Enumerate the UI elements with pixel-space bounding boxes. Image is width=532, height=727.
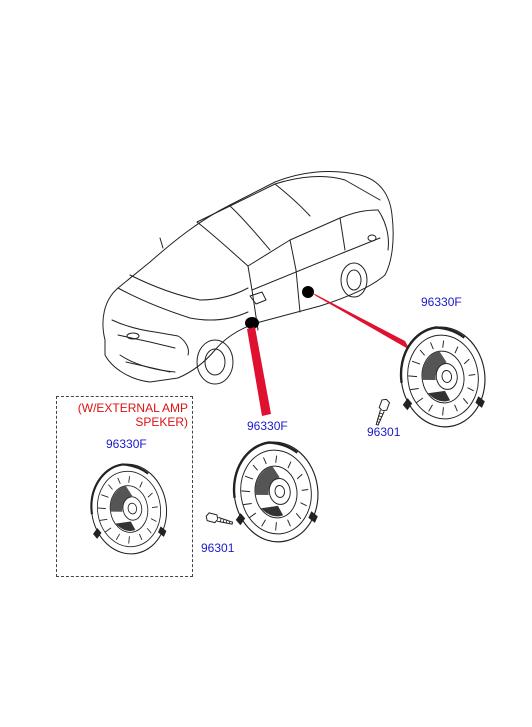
external-amp-note: (W/EXTERNAL AMP SPEKER)	[60, 401, 188, 429]
front-screw-drawing	[204, 511, 234, 528]
front-speaker-drawing	[224, 435, 326, 549]
front-speaker-part-label[interactable]: 96330F	[247, 419, 288, 433]
rear-speaker-leader	[311, 292, 410, 350]
note-line-1: (W/EXTERNAL AMP	[77, 401, 188, 415]
front-speaker-location-marker	[245, 317, 259, 329]
note-line-2: SPEKER)	[135, 415, 188, 429]
car-illustration	[102, 171, 394, 385]
optional-external-amp-group	[56, 396, 193, 577]
front-screw-part-label[interactable]: 96301	[201, 541, 235, 555]
rear-screw-part-label[interactable]: 96301	[367, 425, 401, 439]
rear-speaker-part-label[interactable]: 96330F	[421, 295, 462, 309]
rear-speaker-location-marker	[302, 286, 314, 298]
rear-speaker-drawing	[391, 320, 493, 434]
rear-screw-drawing	[372, 397, 391, 427]
front-speaker-leader	[247, 327, 271, 416]
boxed-speaker-part-label[interactable]: 96330F	[106, 437, 147, 451]
